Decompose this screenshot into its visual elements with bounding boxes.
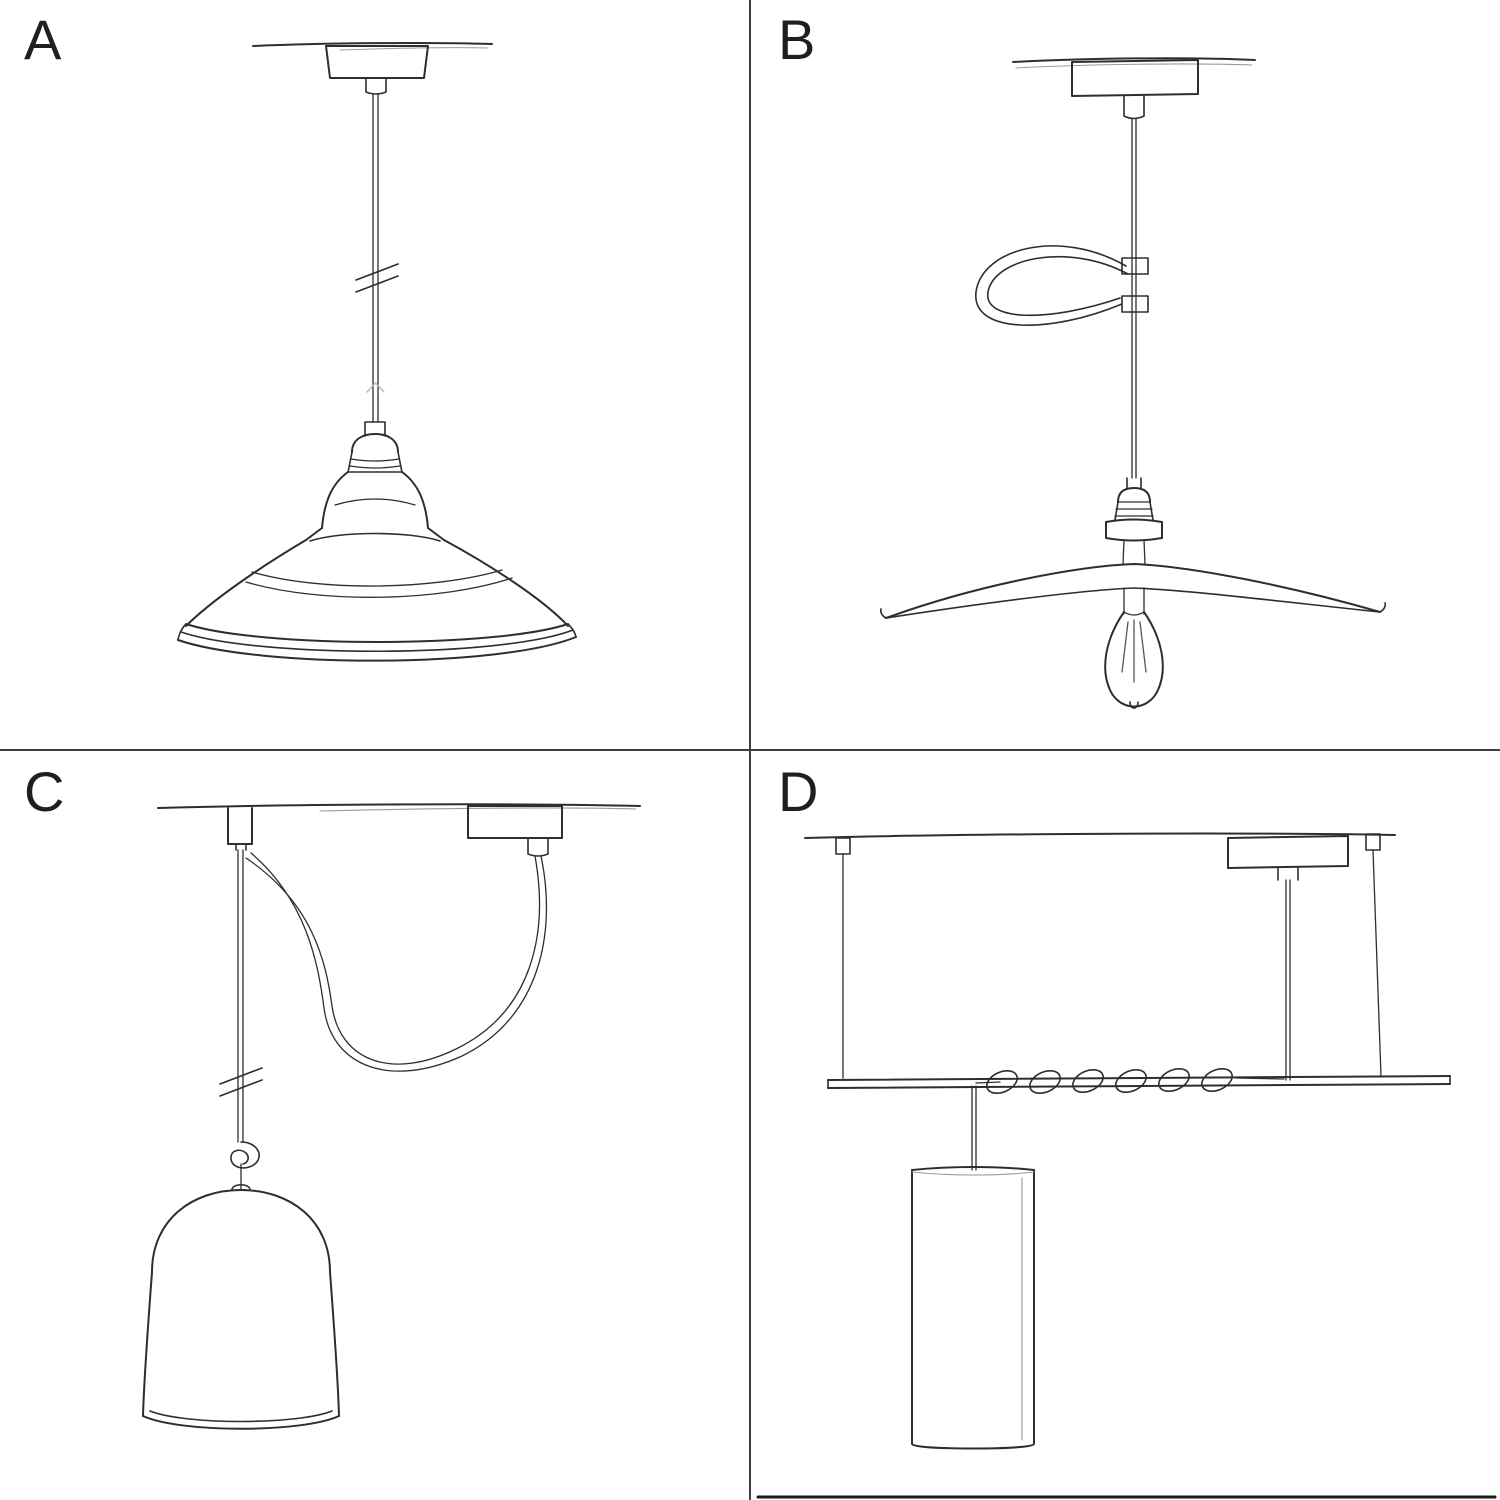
- panel-c: C: [0, 750, 750, 1500]
- horizontal-bar: [827, 1075, 1451, 1089]
- suspension-wire-left: [835, 837, 851, 1079]
- cable-break-mark: [219, 1067, 263, 1097]
- bell-lampshade: [142, 1183, 340, 1430]
- ceiling-hook: [227, 807, 253, 851]
- horizontal-divider: [0, 749, 1500, 751]
- cable-knot: [230, 1141, 260, 1191]
- cable-break-mark: [355, 263, 399, 293]
- panel-d-label: D: [778, 760, 820, 823]
- ceiling-rose: [1071, 59, 1199, 120]
- panel-d: D: [750, 750, 1500, 1500]
- lamp-holder: [1105, 477, 1163, 542]
- ceiling-line: [1012, 57, 1256, 69]
- ceiling-line: [252, 41, 493, 51]
- swag-cable: [245, 852, 548, 1072]
- drop-cable: [971, 1085, 977, 1171]
- pendant-sketch-a: [177, 41, 577, 662]
- ceiling-line: [804, 832, 1396, 839]
- industrial-bowl-lampshade: [177, 471, 577, 662]
- flat-plate-lampshade: [879, 563, 1387, 619]
- pendant-sketch-b: [879, 57, 1387, 709]
- pendant-cable: [372, 93, 379, 423]
- ceiling-rose: [1227, 835, 1349, 881]
- cable-loop-clip: [975, 245, 1149, 326]
- ceiling-line: [157, 803, 641, 812]
- drop-cable: [237, 849, 244, 1143]
- suspension-wire-right: [1365, 833, 1382, 1077]
- pendant-sketch-d: [756, 832, 1497, 1499]
- lamp-holder: [347, 421, 403, 473]
- cable-coils: [975, 1067, 1285, 1095]
- panel-c-label: C: [24, 760, 66, 823]
- ceiling-rose: [325, 45, 429, 95]
- pendant-cable: [1131, 117, 1137, 479]
- light-bulb: [1104, 539, 1164, 709]
- panel-a: A: [0, 0, 750, 750]
- panel-a-label: A: [24, 8, 63, 71]
- panel-b-label: B: [778, 8, 817, 71]
- panel-b: B: [750, 0, 1500, 750]
- tube-lampshade: [911, 1166, 1035, 1450]
- ceiling-rose: [467, 805, 563, 857]
- pendant-cable-stem: [1285, 879, 1291, 1081]
- length-arrow-icon: [366, 382, 385, 393]
- pendant-sketch-c: [142, 803, 641, 1430]
